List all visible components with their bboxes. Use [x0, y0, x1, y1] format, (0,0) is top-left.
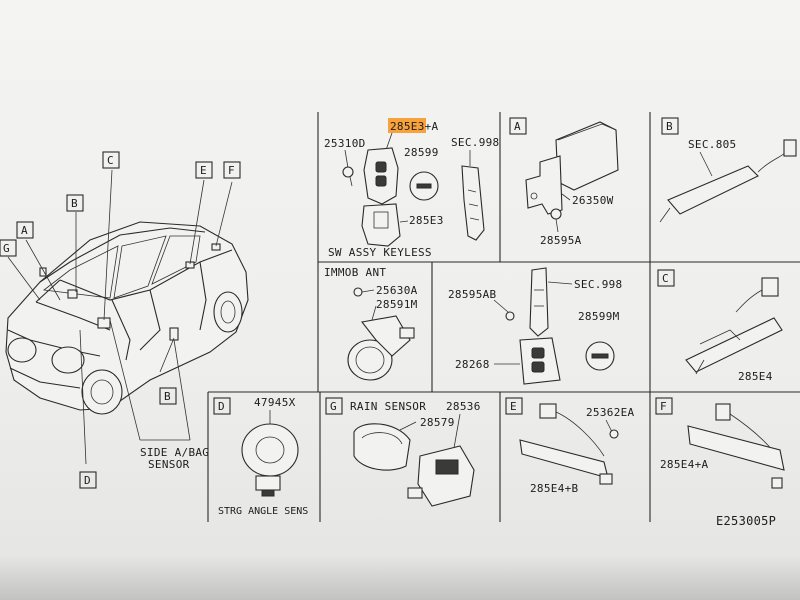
car-illustration	[5, 221, 249, 415]
caption-strg-angle-sens: STRG ANGLE SENS	[218, 506, 308, 517]
svg-text:F: F	[660, 400, 667, 413]
part-28595A: 28595A	[540, 234, 582, 247]
car-callout-E: E	[195, 161, 213, 179]
panel-F: F 285E4+A	[655, 397, 785, 489]
svg-text:B: B	[666, 120, 673, 133]
svg-text:C: C	[662, 272, 669, 285]
panel-grid	[207, 112, 800, 522]
part-285E3: 285E3	[409, 214, 444, 227]
diagram-id: E253005P	[716, 514, 776, 528]
part-285E3A: 285E3+A	[390, 120, 439, 133]
part-28599: 28599	[404, 146, 439, 159]
panel-E: E 25362EA 285E4+B	[505, 397, 635, 495]
part-28599M: 28599M	[578, 310, 620, 323]
svg-text:E: E	[200, 164, 207, 177]
part-25310D: 25310D	[324, 137, 366, 150]
svg-text:E: E	[510, 400, 517, 413]
car-callout-leaders	[7, 169, 233, 465]
car-callout-F: F	[223, 161, 241, 179]
part-SEC998-key: SEC.998	[574, 278, 622, 291]
svg-text:D: D	[218, 400, 225, 413]
part-28591M: 28591M	[376, 298, 418, 311]
caption-rain-sensor: RAIN SENSOR	[350, 400, 426, 413]
car-callout-D: D	[79, 471, 97, 489]
panel-A: A 26350W 28595A	[509, 117, 619, 247]
highlighted-part-label	[388, 118, 426, 133]
part-285E4: 285E4	[738, 370, 773, 383]
panel-D: D 47945X STRG ANGLE SENS	[213, 396, 308, 517]
panel-B: B SEC.805	[659, 117, 797, 223]
side-airbag-sensor-label-1: SIDE A/BAG	[140, 446, 209, 459]
screen-bezel-shadow	[0, 555, 800, 600]
svg-text:F: F	[228, 164, 235, 177]
part-28268: 28268	[455, 358, 490, 371]
part-28595AB: 28595AB	[448, 288, 497, 301]
caption-sw-assy-keyless: SW ASSY KEYLESS	[328, 246, 432, 259]
svg-text:A: A	[514, 120, 521, 133]
car-callout-A: A	[16, 221, 34, 239]
svg-text:C: C	[107, 154, 114, 167]
part-SEC998-keyless: SEC.998	[451, 136, 499, 149]
car-callout-B-top: B	[66, 194, 84, 212]
svg-text:B: B	[164, 390, 171, 403]
svg-text:D: D	[84, 474, 91, 487]
part-SEC805: SEC.805	[688, 138, 736, 151]
part-28579: 28579	[420, 416, 455, 429]
part-285E4B: 285E4+B	[530, 482, 579, 495]
part-28536: 28536	[446, 400, 481, 413]
panel-key: 28595AB SEC.998 28268 28599M	[448, 267, 622, 385]
part-25362EA: 25362EA	[586, 406, 635, 419]
car-callout-B-bottom: B	[159, 387, 177, 405]
panel-immob: IMMOB ANT 25630A 28591M	[324, 266, 418, 381]
side-airbag-sensor-label-2: SENSOR	[148, 458, 190, 471]
caption-immob-ant: IMMOB ANT	[324, 266, 386, 279]
panel-C: C 285E4	[657, 269, 783, 383]
part-26350W: 26350W	[572, 194, 614, 207]
car-callout-G: G	[0, 239, 17, 257]
svg-text:B: B	[71, 197, 78, 210]
svg-text:G: G	[3, 242, 10, 255]
svg-text:A: A	[21, 224, 28, 237]
panel-keyless: 285E3+A 25310D 28599 SEC.998 285E3 SW AS…	[324, 118, 499, 259]
panel-G: G RAIN SENSOR 28536 28579	[325, 397, 481, 507]
part-47945X: 47945X	[254, 396, 296, 409]
car-callout-C: C	[102, 151, 120, 169]
part-285E4A: 285E4+A	[660, 458, 709, 471]
part-25630A: 25630A	[376, 284, 418, 297]
svg-text:G: G	[330, 400, 337, 413]
